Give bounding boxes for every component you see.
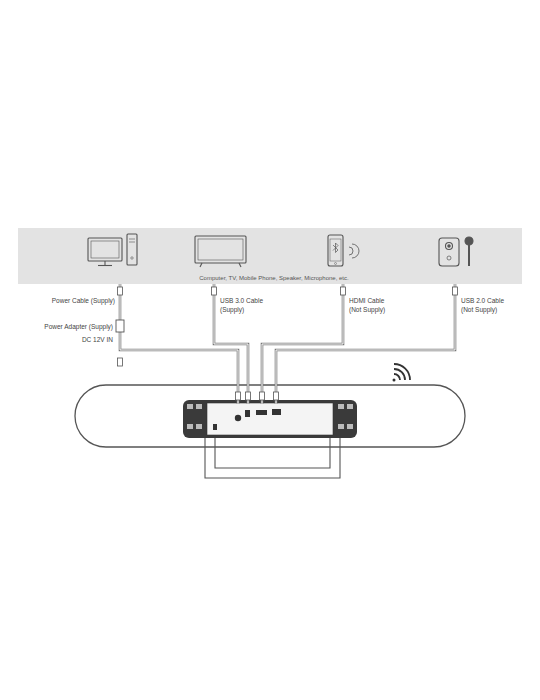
plug [341, 287, 346, 295]
device-band: Computer, TV, Mobile Phone, Speaker, Mic… [18, 228, 530, 284]
cable-label: DC 12V IN [23, 336, 113, 345]
stand [205, 438, 340, 478]
plug [212, 287, 217, 295]
cable-label: Power Adapter (Supply) [23, 323, 113, 332]
cable [276, 284, 455, 404]
soundbar-body [75, 385, 465, 447]
plug [236, 392, 241, 400]
power-adapter [116, 320, 124, 332]
cable-label: Power Cable (Supply) [25, 297, 115, 306]
device-caption: Computer, TV, Mobile Phone, Speaker, Mic… [18, 275, 530, 281]
cable [262, 284, 343, 404]
plug [118, 358, 123, 366]
plug [246, 392, 251, 400]
plug [453, 287, 458, 295]
plug [260, 392, 265, 400]
wireless-icon [393, 364, 411, 382]
device-icons [88, 234, 473, 267]
rear-panel [183, 400, 357, 438]
cable-label: USB 3.0 Cable (Supply) [220, 297, 266, 315]
cable-label: USB 2.0 Cable (Not Supply) [461, 297, 507, 315]
cable-label: HDMI Cable (Not Supply) [349, 297, 395, 315]
plug [274, 392, 279, 400]
plug [118, 287, 123, 295]
